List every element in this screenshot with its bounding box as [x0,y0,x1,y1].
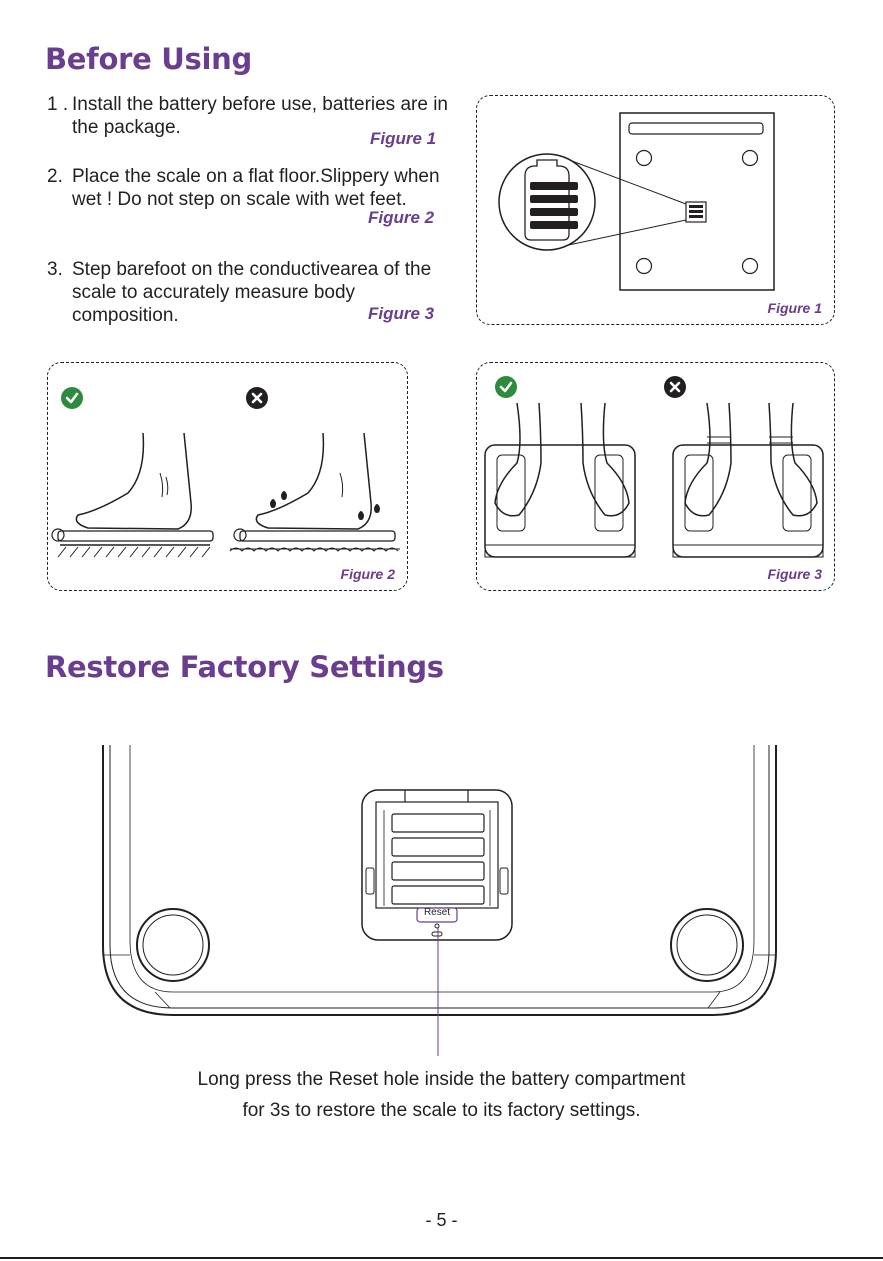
figure-2-box: Figure 2 [47,362,408,591]
step-3-number: 3. [47,259,63,280]
step-3-figure-ref: Figure 3 [368,304,435,323]
section-title-restore: Restore Factory Settings [45,650,444,684]
restore-caption-line-2: for 3s to restore the scale to its facto… [242,1100,641,1121]
section-title-before-using: Before Using [45,42,252,76]
page-number: - 5 - [425,1210,458,1230]
step-1: 1 . Install the battery before use, batt… [47,93,448,139]
x-circle-icon [664,376,686,398]
scale-bottom-illustration [102,745,777,1056]
step-3-text: Step barefoot on the conductivearea of t… [72,259,432,326]
check-circle-icon [61,387,83,409]
figure-3-box: Figure 3 [476,362,835,591]
step-2-figure-ref: Figure 2 [368,208,435,227]
figure-3-caption: Figure 3 [767,566,822,582]
step-1-number: 1 . [47,94,69,115]
reset-label: Reset [423,907,451,918]
figure-1-box: Figure 1 [476,95,835,325]
restore-caption-line-1: Long press the Reset hole inside the bat… [197,1069,686,1090]
figure-1-caption: Figure 1 [767,300,822,316]
check-circle-icon [495,376,517,398]
step-2-number: 2. [47,166,63,187]
step-2: 2. Place the scale on a flat floor.Slipp… [47,165,447,211]
step-3: 3. Step barefoot on the conductivearea o… [47,258,447,327]
x-circle-icon [246,387,268,409]
footer-divider [0,1257,883,1259]
barefoot-vs-socks-illustration [484,402,824,558]
dry-vs-wet-feet-illustration [51,432,400,558]
figure-2-caption: Figure 2 [340,566,395,582]
step-1-text: Install the battery before use, batterie… [72,94,448,138]
battery-install-illustration [498,112,775,291]
step-2-text: Place the scale on a flat floor.Slippery… [72,166,440,210]
step-1-figure-ref: Figure 1 [370,129,437,148]
